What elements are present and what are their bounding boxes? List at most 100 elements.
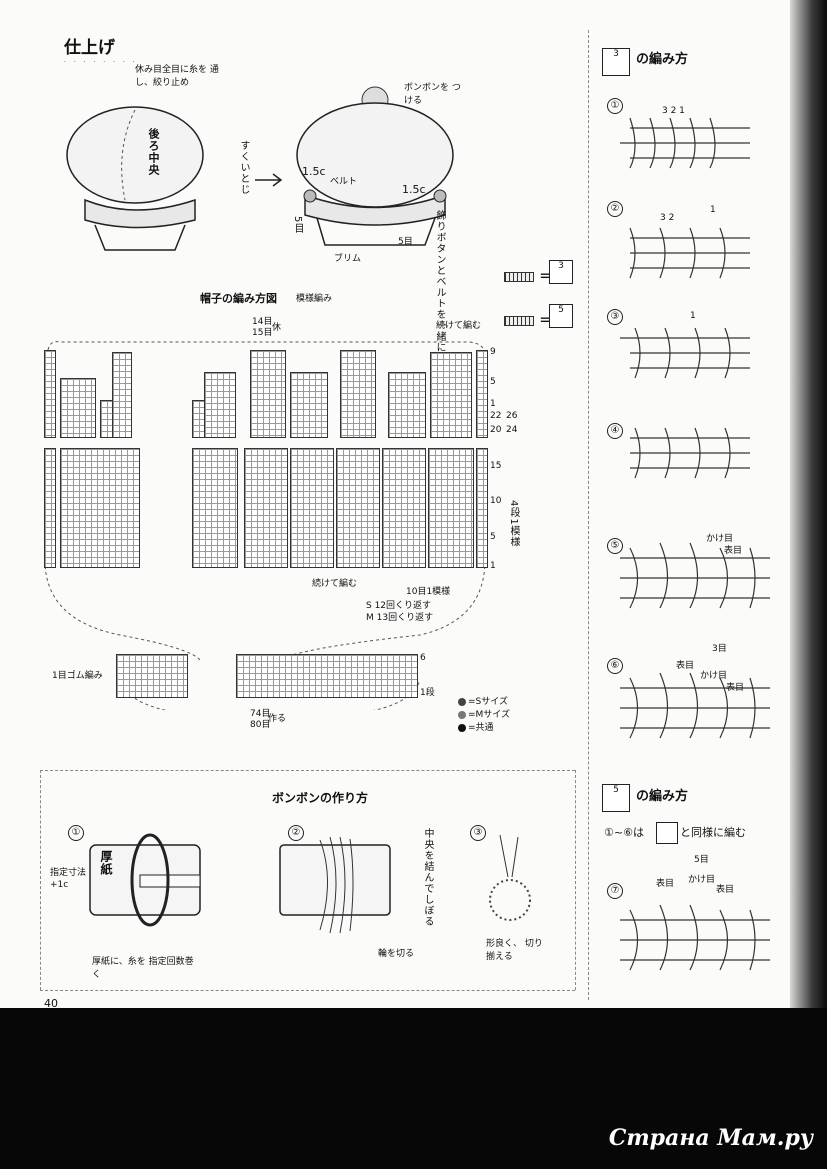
same-note-prefix: ①~⑥は [604, 826, 644, 839]
pompom-step-1: ① [68, 822, 84, 841]
row-num-5b: 5 [490, 532, 496, 542]
row-num-10: 10 [490, 496, 502, 506]
chart-block-8-top [430, 352, 472, 438]
chart-main-1 [60, 448, 140, 568]
chart-main-2 [192, 448, 238, 568]
step-4: ④ [607, 420, 623, 439]
step-3: ③ [607, 306, 623, 325]
size-s-label: =Sサイズ [468, 697, 508, 707]
row-num-24: 24 [506, 425, 518, 435]
pompom-border-right [575, 770, 576, 990]
rib-grid-right [236, 654, 418, 698]
rib-grid-left [116, 654, 188, 698]
pompom-step-2: ② [288, 822, 304, 841]
pompom-border-bottom [40, 990, 575, 991]
step-1: ① [607, 95, 623, 114]
cast-on-74: 74目 [250, 709, 271, 719]
belt-measure-right: 1.5c [402, 183, 426, 196]
rib-label: 1目ゴム編み [52, 671, 103, 681]
chart-main-4 [290, 448, 334, 568]
step6-yarnover: かけ目 [700, 671, 728, 681]
gather-note: 休み目全目に糸を 通し、絞り止め [135, 65, 219, 88]
row-num-22: 22 [490, 411, 502, 421]
rows-right-label: 5目 [398, 237, 413, 247]
top-label-15: 15目 [252, 328, 273, 338]
chart-main-5 [336, 448, 380, 568]
step7-knit1: 表目 [656, 879, 675, 889]
belt-label: ベルト [330, 177, 358, 187]
legend-swatch-5: = 5 [504, 304, 573, 329]
step2-nums: 3 2 [660, 213, 675, 223]
pompom-attach-label: ボンボンを つける [404, 83, 461, 106]
size-note: 指定寸法 +1c [50, 868, 87, 890]
chart-block-5-top [290, 372, 328, 438]
step-6: ⑥ [607, 655, 623, 674]
hat-illustration [66, 86, 454, 251]
row-num-5: 5 [490, 377, 496, 387]
step7-yarnover: かけ目 [688, 875, 716, 885]
cardboard-label: 厚紙 [99, 850, 113, 876]
rib-row-6: 6 [420, 653, 426, 663]
size-common-dot [458, 723, 466, 732]
step3-num: 1 [690, 311, 696, 321]
size-m-dot [458, 710, 466, 719]
chart-block-2-top [112, 352, 132, 438]
size-m-label: =Mサイズ [468, 710, 511, 720]
brim-label: ブリム [334, 254, 362, 264]
top-label-14: 14目 [252, 317, 273, 327]
chart-main-6 [382, 448, 426, 568]
row-num-15: 15 [490, 461, 502, 471]
row-num-20: 20 [490, 425, 502, 435]
step6-knit1: 表目 [676, 661, 695, 671]
rib-row-1: 1段 [420, 688, 435, 698]
step1-nums: 3 2 1 [662, 106, 685, 116]
rows-left-label: 5目 [292, 216, 303, 235]
step-5: ⑤ [607, 535, 623, 554]
chart-edge-left-top [44, 350, 56, 438]
step7-count: 5目 [694, 855, 709, 865]
chart-main-7 [428, 448, 474, 568]
same-note-suffix: と同様に編む [680, 826, 746, 839]
chart-edge-right [476, 448, 488, 568]
legend-swatch-3: = 3 [504, 260, 573, 285]
row-num-9: 9 [490, 347, 496, 357]
symbol-5-heading-icon: 5 [602, 784, 630, 812]
chart-block-6-top [340, 350, 376, 438]
pompom-border-left [40, 770, 41, 990]
finishing-title: 仕上げ [64, 38, 115, 58]
size-legend: =Sサイズ =Mサイズ =共通 [458, 696, 510, 735]
step6-knit2: 表目 [726, 683, 745, 693]
continue-knit-bottom: 続けて編む [312, 579, 358, 589]
step5-knit: 表目 [724, 546, 743, 556]
row-num-1: 1 [490, 399, 496, 409]
continue-knit-top: 続けて編む [436, 321, 482, 331]
scoop-seam-label: すくいとじ [238, 140, 249, 195]
repeat-s-label: S 12回くり返す [366, 601, 432, 611]
same-note-symbol-icon [656, 822, 678, 844]
step7-knit2: 表目 [716, 885, 735, 895]
scan-dark-area [0, 1008, 827, 1169]
chart-edge-left [44, 448, 56, 568]
right-title-2: の編み方 [636, 789, 689, 804]
chart-block-1-top [60, 378, 96, 438]
step7-illustration [620, 904, 770, 971]
row-num-1b: 1 [490, 561, 496, 571]
pompom-title: ボンボンの作り方 [272, 791, 369, 805]
wrap-note: 厚紙に、糸を 指定回数巻く [92, 957, 194, 980]
chart-block-3-top [204, 372, 236, 438]
pompom-border-top [40, 770, 575, 771]
chart-main-3 [244, 448, 288, 568]
right-title-1: の編み方 [636, 52, 689, 67]
chart-title: 帽子の編み方図 [200, 292, 277, 305]
chart-edge-right-top [476, 350, 488, 438]
repeat-rows-label: 4段1模様 [508, 500, 519, 548]
cast-on-80: 80目 [250, 720, 271, 730]
step-2: ② [607, 198, 623, 217]
page-spine-shadow [790, 0, 827, 1020]
symbol-3-heading-icon: 3 [602, 48, 630, 76]
pompom-illustration [89, 833, 531, 934]
step-7: ⑦ [607, 880, 623, 899]
chart-block-7-top [388, 372, 426, 438]
top-label-rest: 休 [272, 323, 282, 333]
symbol-5-icon: 5 [549, 304, 573, 328]
